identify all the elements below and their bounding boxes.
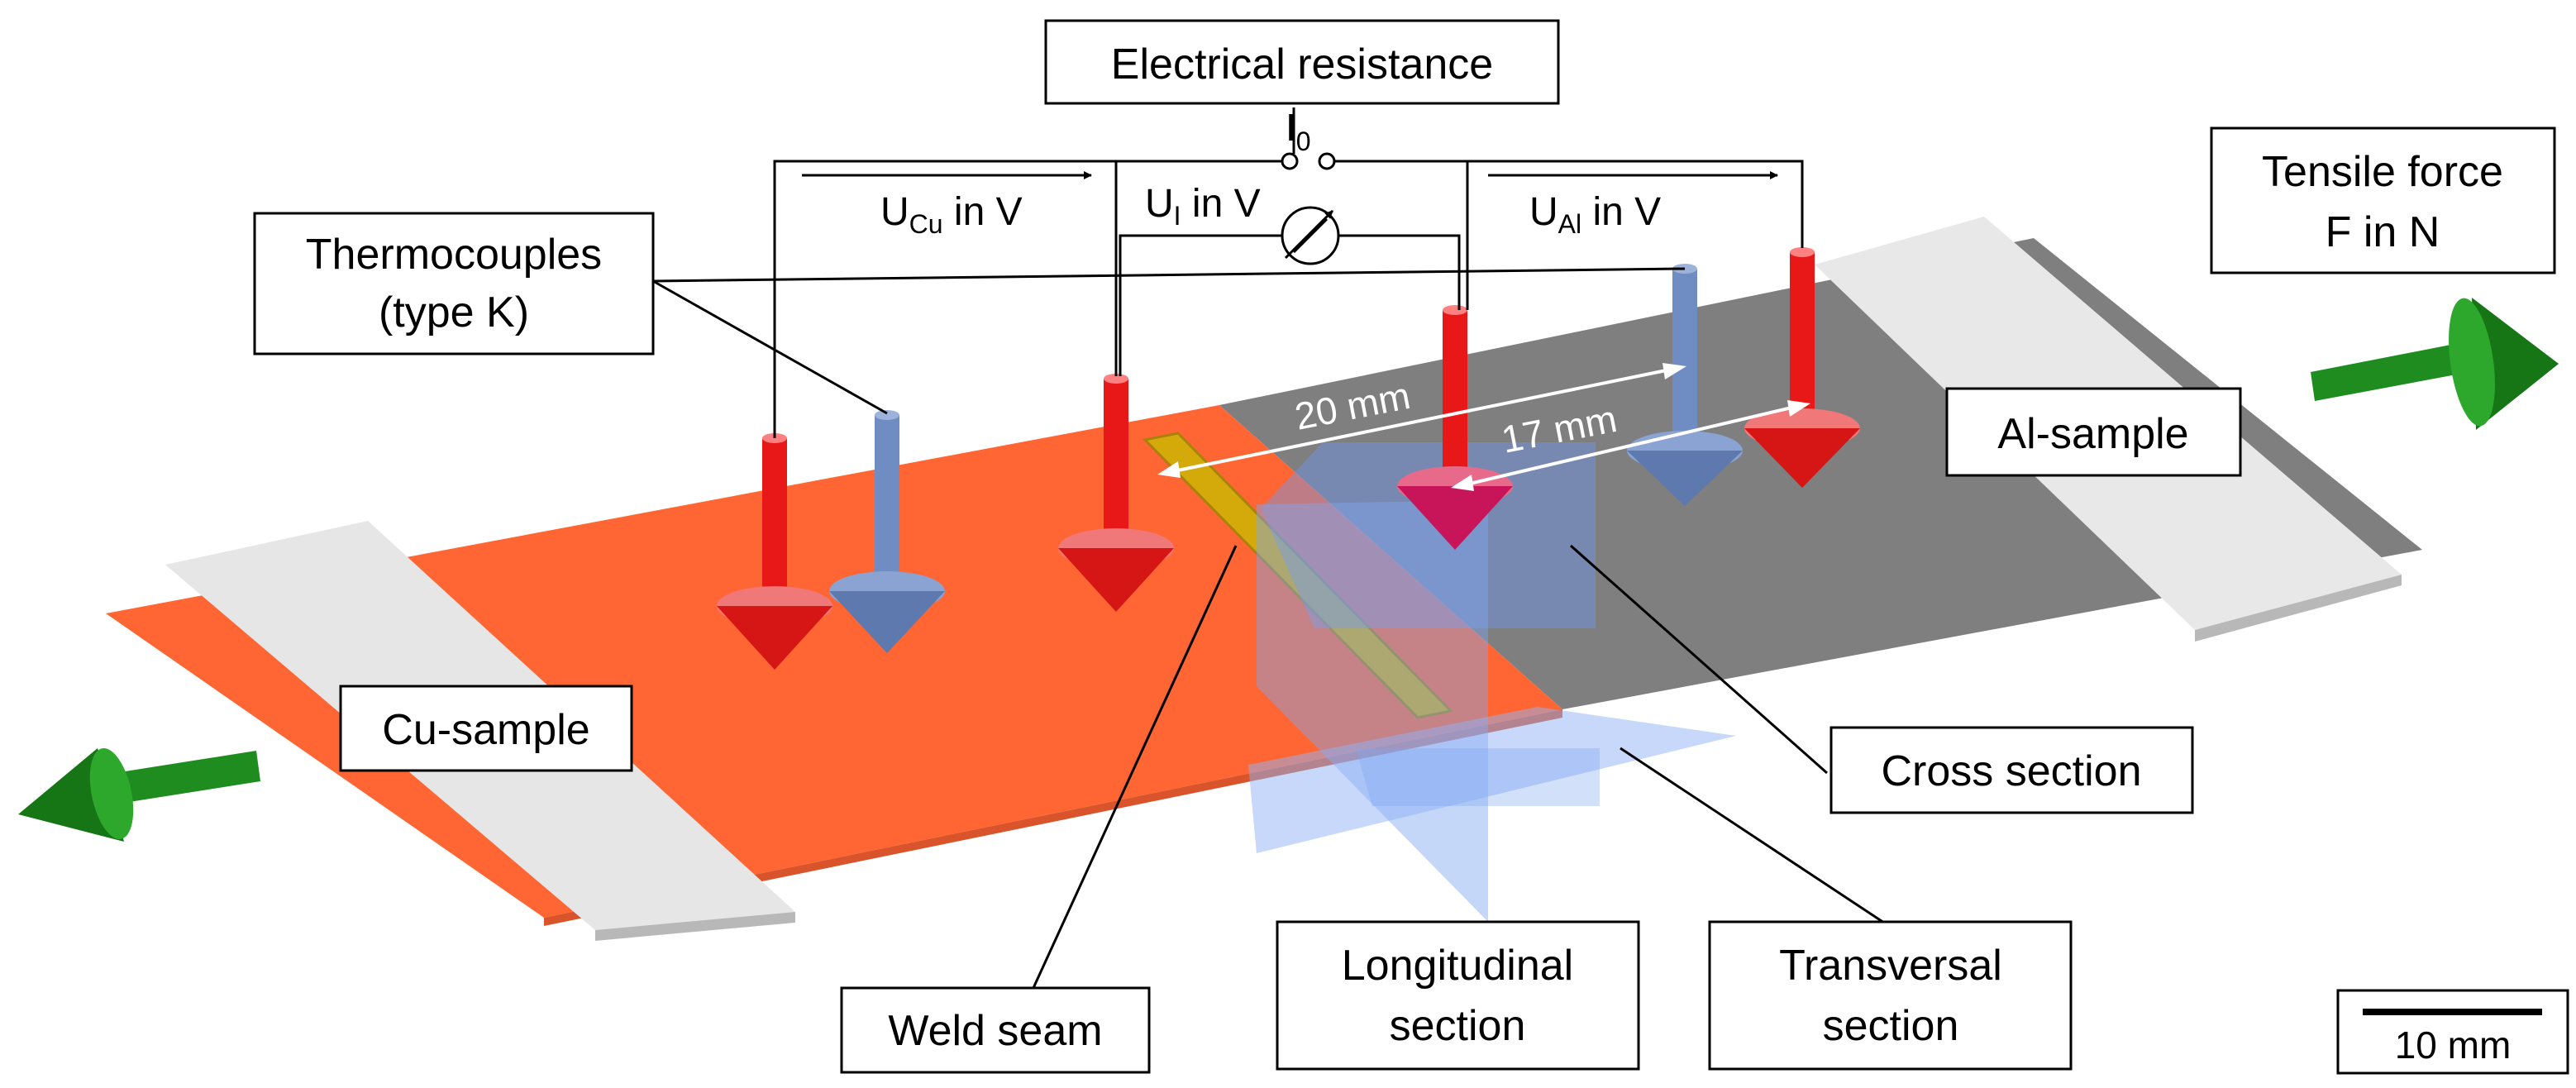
- longitudinal-section-label-line2: section: [1390, 1002, 1526, 1050]
- electrical-resistance-box: [1044, 19, 1560, 105]
- switch-terminal-left: [1281, 152, 1299, 170]
- weld-seam-label: Weld seam: [888, 1007, 1102, 1055]
- al-sample-box: [1945, 387, 2242, 477]
- thermocouple-cu: [829, 410, 945, 653]
- u-al-label: UAl in V: [1529, 190, 1661, 239]
- longitudinal-section-label-line1: Longitudinal: [1342, 942, 1573, 990]
- scale-bar-label: 10 mm: [2395, 1024, 2512, 1067]
- wiring: [652, 160, 1804, 438]
- scale-bar-box: [2336, 989, 2569, 1075]
- tensile-force-label-line2: F in N: [2326, 208, 2440, 256]
- longitudinal-section-box: [1276, 920, 1640, 1071]
- thermocouples-label-line1: Thermocouples: [306, 231, 602, 279]
- switch-terminal-right: [1318, 152, 1336, 170]
- longitudinal-section-plane: [1257, 500, 1488, 922]
- voltmeter-icon: [1281, 206, 1340, 265]
- cross-section-box: [1829, 726, 2194, 814]
- dimension-lines: [1165, 366, 1803, 488]
- cu-sample-box: [339, 685, 633, 772]
- dimension-arrowheads: [1157, 363, 1810, 491]
- voltage-probe-cu-outer: [717, 433, 832, 670]
- label-leaders: [1032, 544, 1890, 989]
- u-cu-label: UCu in V: [880, 190, 1023, 239]
- cu-clamp-edge: [595, 912, 795, 941]
- tensile-arrow-right: [2311, 298, 2559, 430]
- thermocouples-box: [253, 212, 655, 356]
- transversal-section-label-line1: Transversal: [1779, 942, 2002, 990]
- al-clamp-edge: [2195, 575, 2402, 642]
- tensile-arrow-left: [18, 747, 260, 842]
- voltage-probe-cu-inner: [1058, 374, 1174, 612]
- transversal-section-plane: [1248, 707, 1736, 853]
- thermocouples-label-line2: (type K): [379, 289, 529, 336]
- weld-seam-box: [840, 986, 1151, 1074]
- thermocouple-al: [1627, 264, 1743, 506]
- electrical-resistance-label: Electrical resistance: [1111, 41, 1493, 88]
- al-sample-label: Al-sample: [1997, 410, 2188, 458]
- transversal-section-plane-lower: [1356, 748, 1600, 806]
- transversal-section-box: [1708, 920, 2073, 1071]
- current-label: I0: [1286, 106, 1311, 156]
- weld-seam: [1142, 432, 1454, 719]
- tensile-force-box: [2210, 126, 2556, 274]
- u-i-label: UI in V: [1145, 182, 1261, 231]
- voltage-probe-al-outer: [1744, 247, 1860, 488]
- cross-section-label: Cross section: [1882, 747, 2142, 795]
- tensile-force-label-line1: Tensile force: [2262, 148, 2503, 196]
- cu-sample-label: Cu-sample: [382, 706, 589, 754]
- transversal-section-label-line2: section: [1823, 1002, 1959, 1050]
